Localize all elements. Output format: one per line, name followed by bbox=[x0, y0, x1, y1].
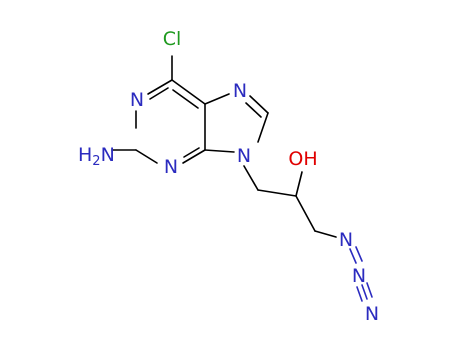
atom-oh: OH bbox=[288, 148, 317, 170]
bond-n9-c4 bbox=[204, 149, 235, 153]
bond-n7-c8-double bbox=[245, 102, 262, 118]
atom-n1: N bbox=[130, 89, 144, 111]
atom-nh2-sub: 2 bbox=[92, 154, 100, 169]
bond-c6-n1-double bbox=[149, 87, 169, 100]
atom-azide-n2: N bbox=[352, 265, 366, 287]
bond-n3-c4-double bbox=[183, 147, 200, 158]
bond-ch2-n bbox=[314, 230, 337, 238]
atom-nh2-n: N bbox=[101, 144, 115, 166]
atom-nh2-h: H bbox=[78, 144, 92, 166]
bond-c5-n7 bbox=[204, 93, 230, 105]
bond-ch2-choh bbox=[257, 189, 297, 197]
bond-n7-c8 bbox=[249, 95, 269, 114]
bond-az1-az2 bbox=[349, 248, 357, 264]
bond-c5-c6 bbox=[171, 79, 206, 105]
bond-az2-az3-b bbox=[366, 282, 373, 298]
atom-azide-n3: N bbox=[365, 303, 379, 325]
atom-n7: N bbox=[233, 80, 247, 102]
bond-az1-az2-double bbox=[355, 246, 363, 262]
bond-az2-az3-c bbox=[356, 286, 363, 302]
bond-choh-oh bbox=[295, 171, 303, 197]
bond-c6-n1 bbox=[147, 79, 173, 95]
atom-labels: Cl N N N N H2N OH N N N bbox=[78, 28, 379, 325]
bond-n9-ch2 bbox=[243, 165, 259, 191]
atom-n9: N bbox=[237, 145, 251, 167]
bond-choh-ch2 bbox=[295, 195, 316, 232]
atom-cl: Cl bbox=[163, 28, 182, 50]
atom-n3: N bbox=[164, 156, 178, 178]
bond-c8-n9 bbox=[257, 112, 269, 143]
atom-azide-n1: N bbox=[339, 229, 353, 251]
atom-nh2: H2N bbox=[78, 144, 115, 169]
bond-c2-n3 bbox=[135, 149, 158, 164]
bond-c5-c6-double bbox=[172, 89, 199, 109]
bond-n3-c4 bbox=[182, 149, 206, 164]
bond-az2-az3-a bbox=[361, 284, 368, 300]
bonds bbox=[111, 55, 373, 302]
